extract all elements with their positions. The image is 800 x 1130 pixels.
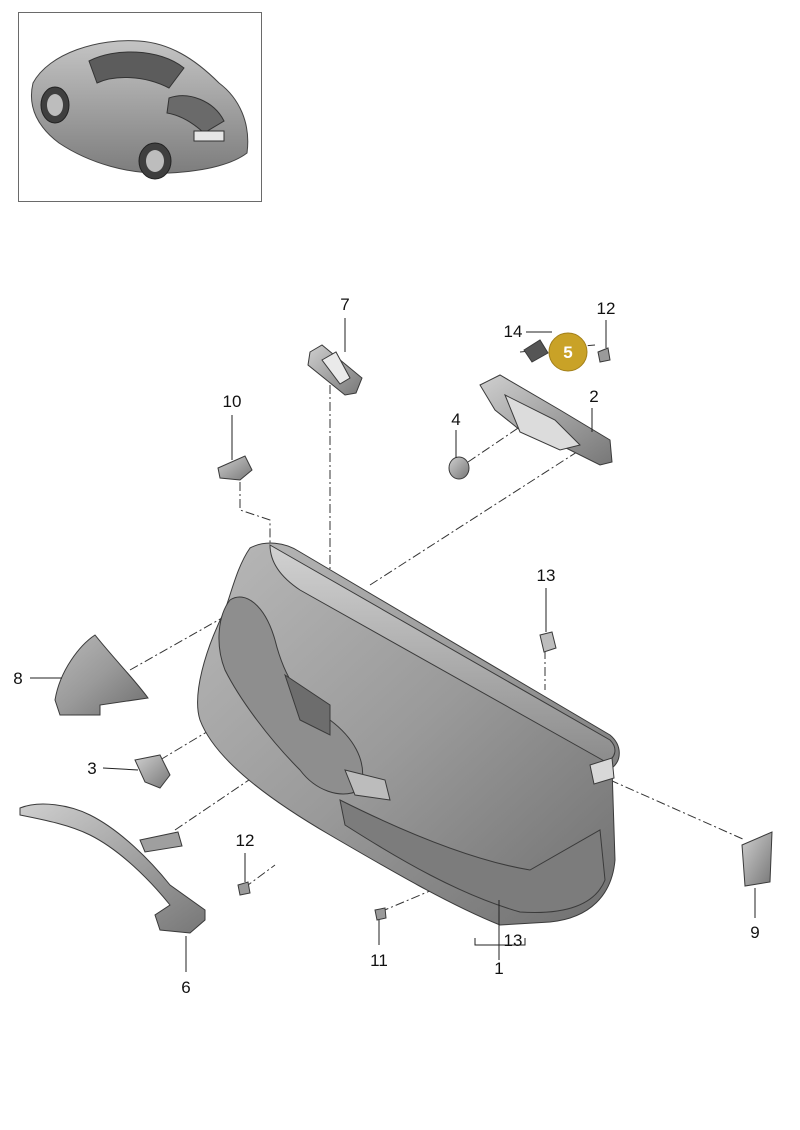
callout-8: 8: [13, 669, 22, 688]
trim-part-8: [54, 634, 149, 716]
cap-part-4: [448, 456, 470, 480]
vehicle-thumbnail: [18, 12, 262, 202]
callout-12-top: 12: [597, 299, 616, 318]
screw-part-12-lower: [237, 881, 251, 896]
callout-5[interactable]: 5: [563, 343, 572, 362]
callout-7: 7: [340, 295, 349, 314]
callout-4: 4: [451, 410, 460, 429]
callout-6: 6: [181, 978, 190, 997]
callout-11: 11: [370, 951, 388, 970]
clip-part-14: [523, 339, 549, 363]
pull-handle-part-6: [19, 803, 206, 934]
callout-9: 9: [750, 923, 759, 942]
callout-labels: 7 10 12 14 5 2 4 13 8 3 12 13 9 11 1 6: [13, 295, 759, 997]
callout-13-lower: 13: [504, 931, 523, 950]
trim-part-9: [741, 831, 773, 887]
callout-10: 10: [223, 392, 242, 411]
door-trim-panel: [197, 542, 620, 926]
callout-14: 14: [504, 322, 523, 341]
leader-lines: [30, 318, 756, 972]
screw-part-12-top: [597, 347, 611, 363]
callout-2: 2: [589, 387, 598, 406]
clip-part-13: [539, 631, 557, 653]
callout-12-lower: 12: [236, 831, 255, 850]
handle-bracket-part: [479, 374, 613, 466]
screw-part-11: [374, 907, 387, 921]
part-5-badge[interactable]: [548, 332, 588, 372]
trim-clip-part-10: [217, 455, 253, 481]
cover-part-3: [134, 754, 171, 789]
switch-trim-part: [307, 344, 363, 396]
callout-13-upper: 13: [537, 566, 556, 585]
car-overview-icon: [31, 40, 249, 180]
callout-3: 3: [87, 759, 96, 778]
callout-1: 1: [494, 959, 503, 978]
